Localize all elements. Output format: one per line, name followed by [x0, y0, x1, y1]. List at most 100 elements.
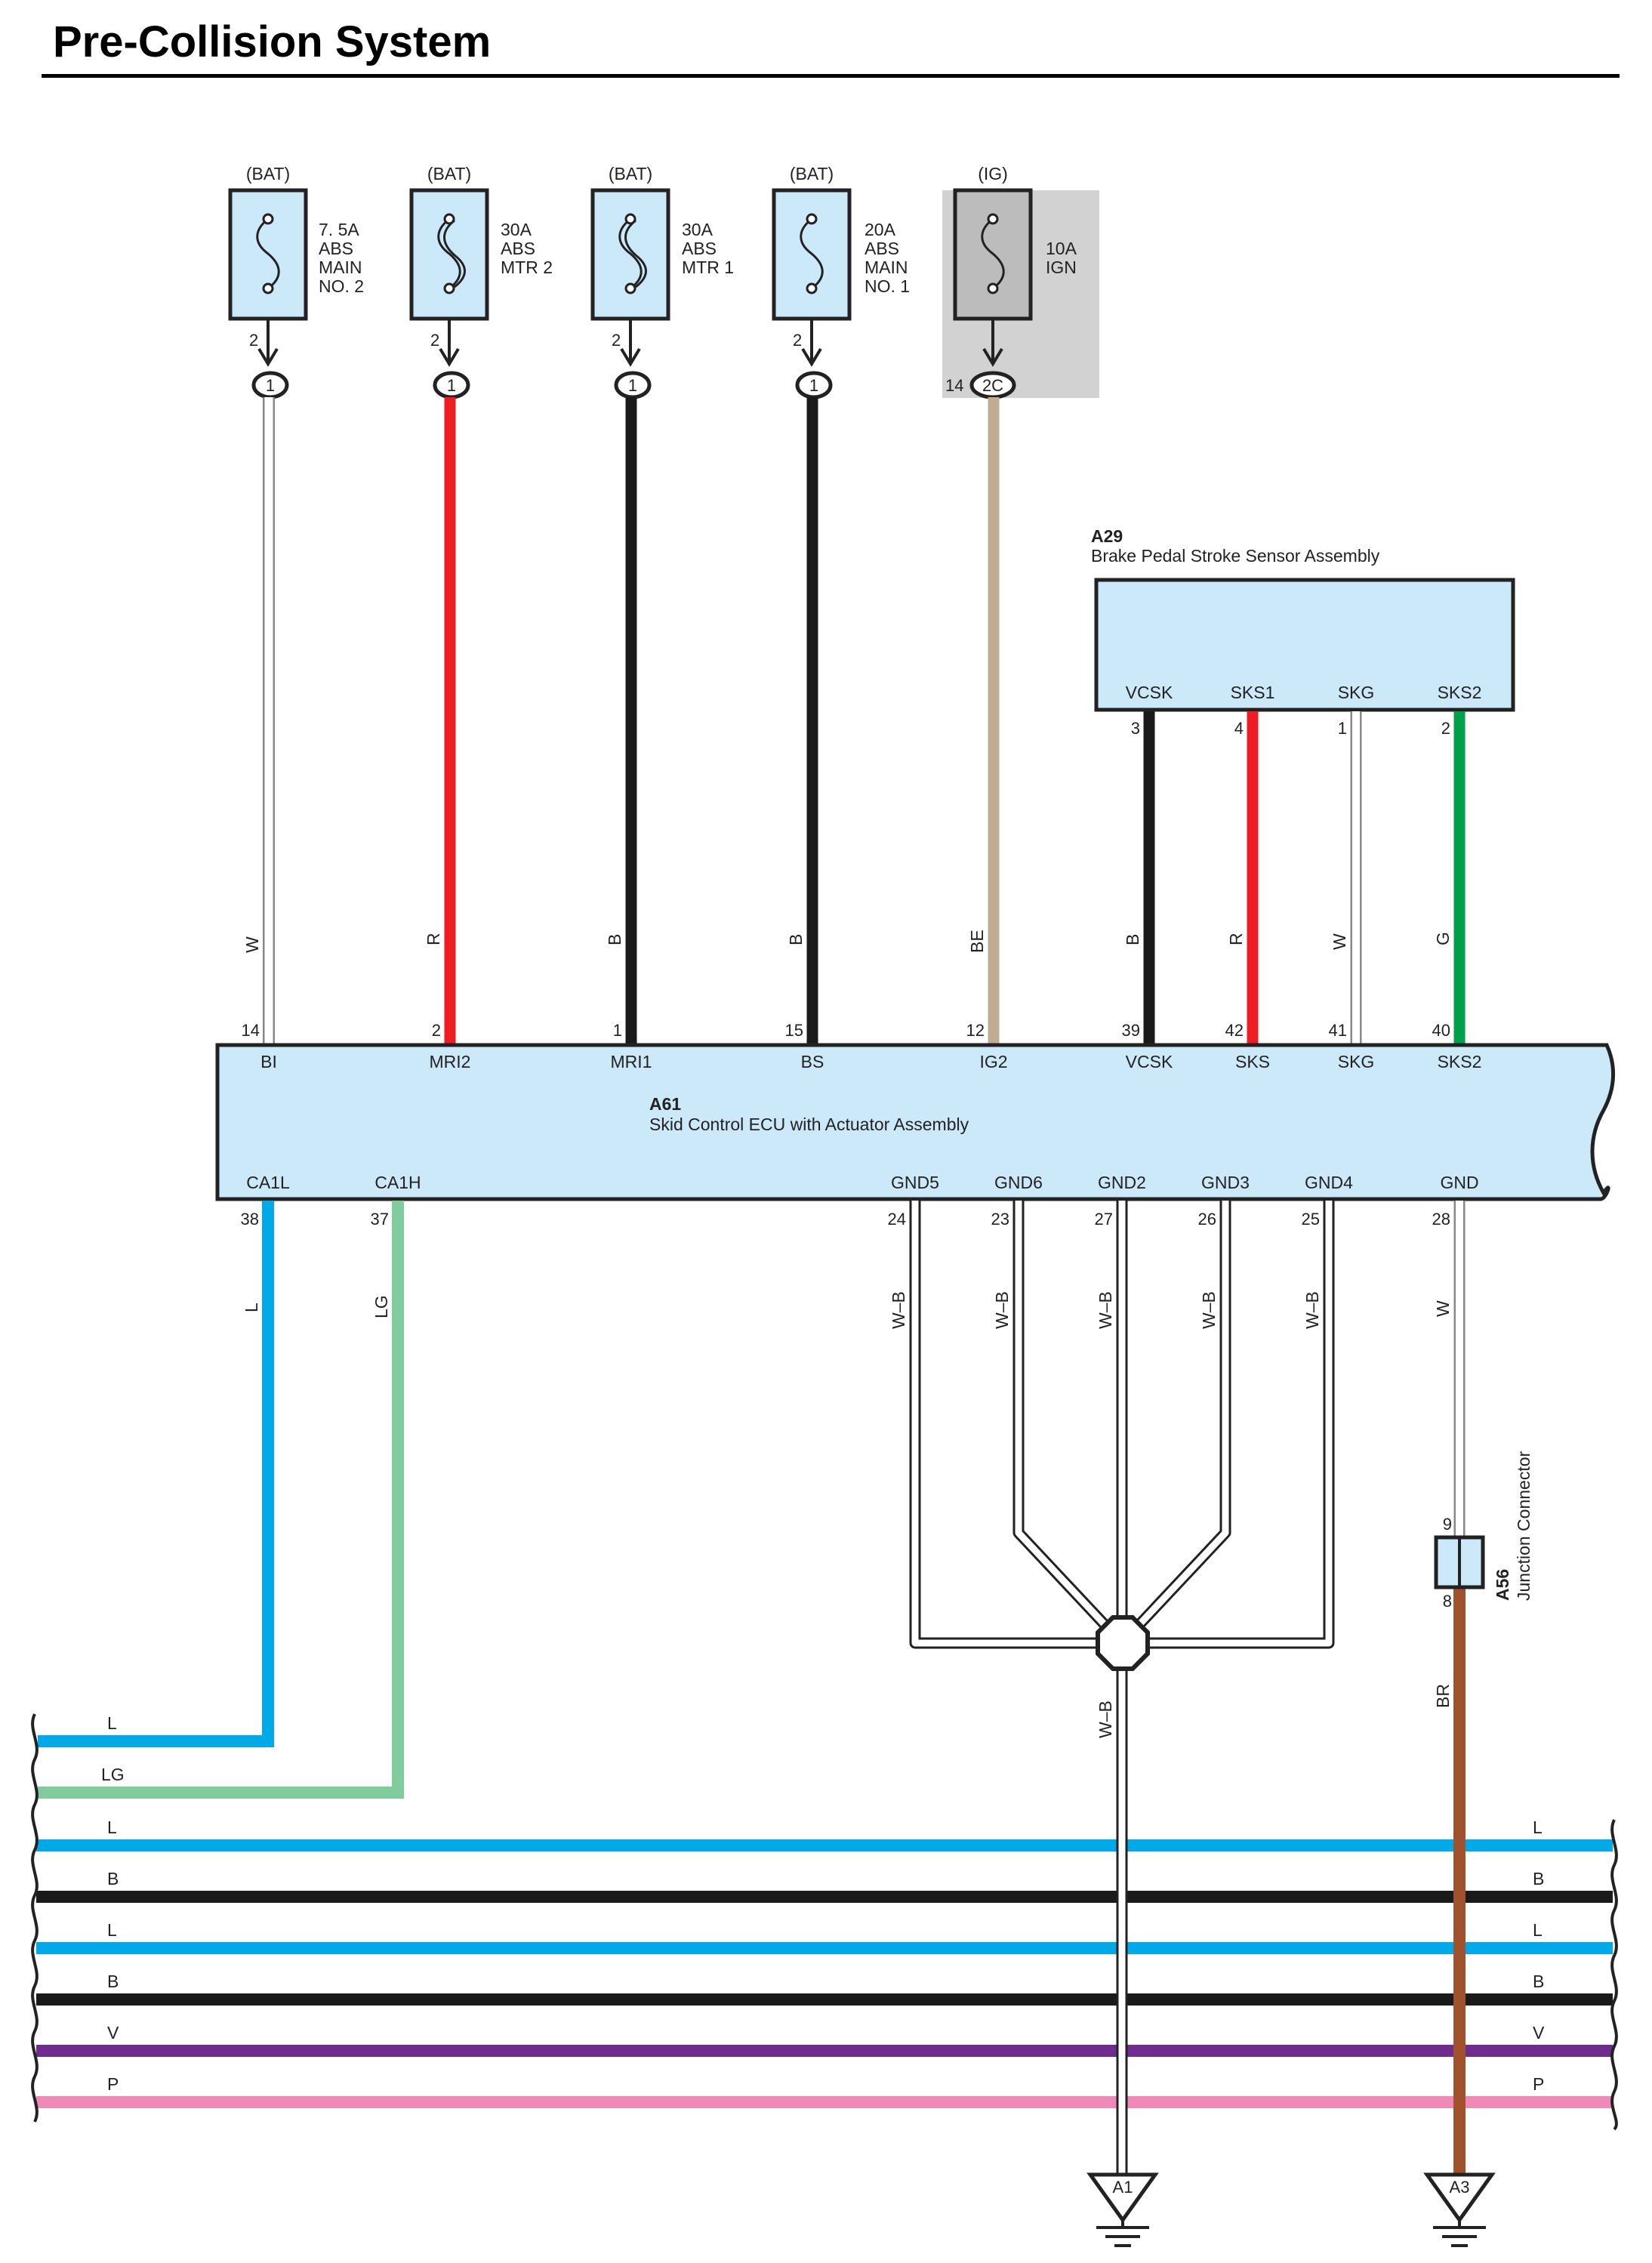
- a56-pin: 9: [1443, 1515, 1452, 1534]
- fuse-name-line: NO. 1: [865, 276, 910, 296]
- fuse-name-line: MAIN: [319, 257, 362, 277]
- sensor-wires: [1143, 711, 1466, 1045]
- fuse-name-line: MAIN: [865, 257, 908, 277]
- a61-terminal: GND4: [1305, 1173, 1353, 1192]
- a61-terminal: SKS: [1235, 1052, 1270, 1071]
- fuse-amp: 7. 5A: [319, 220, 359, 239]
- a61-pin: 12: [966, 1021, 985, 1040]
- bus-label-left: B: [107, 1972, 119, 1991]
- page-title: Pre-Collision System: [53, 17, 492, 66]
- fuse-source-label: (BAT): [427, 164, 471, 183]
- a61-terminal: BS: [801, 1052, 824, 1071]
- connector-cavity-pin: 14: [945, 376, 963, 395]
- bus-label-left: L: [107, 1713, 117, 1733]
- splice-point: [1096, 1615, 1150, 1671]
- a61-terminal: BI: [260, 1052, 277, 1071]
- ground-a3: A3: [1423, 2172, 1496, 2247]
- fuse-name-line: MTR 2: [501, 257, 553, 277]
- a61-pin: 27: [1095, 1210, 1113, 1229]
- bus-label-right: L: [1533, 1920, 1543, 1940]
- a61-pin: 15: [785, 1021, 803, 1040]
- ground-label: A3: [1450, 2178, 1470, 2197]
- wire-color-code: BE: [967, 930, 987, 953]
- a61-code: A61: [649, 1094, 681, 1114]
- title-rule: [42, 74, 1620, 78]
- fuse-abs-main-no2: (BAT) 7. 5A ABS MAIN NO. 2 2: [228, 164, 364, 350]
- wire-color-code: W–B: [1199, 1291, 1219, 1329]
- fuse-connectors: 1 1 1 1 2C 14: [251, 319, 1016, 399]
- fuse-abs-mtr2: (BAT) 30A ABS MTR 2 2: [409, 164, 553, 350]
- wire-color-code: R: [1226, 933, 1246, 945]
- a61-terminal: SKS2: [1438, 1052, 1482, 1071]
- a56-name: Junction Connector: [1514, 1451, 1533, 1601]
- bottom-wire-codes: L LG W–B W–B W–B W–B W–B W W–B BR: [242, 1291, 1453, 1738]
- wire-color-code: B: [605, 934, 624, 945]
- wire-color-code: B: [1123, 934, 1142, 945]
- a61-pin: 37: [371, 1210, 389, 1229]
- fuse-icon: [437, 217, 466, 290]
- a61-terminal: GND2: [1098, 1173, 1146, 1192]
- a61-terminal: MRI2: [430, 1052, 471, 1071]
- a61-pin: 40: [1432, 1021, 1450, 1040]
- wire-color-code: W–B: [992, 1291, 1012, 1329]
- a61-terminal: CA1L: [246, 1173, 290, 1192]
- a61-terminal: GND3: [1201, 1173, 1250, 1192]
- fuse-abs-main-no1: (BAT) 20A ABS MAIN NO. 1 2: [772, 164, 910, 350]
- bus-label-right: L: [1533, 1817, 1543, 1837]
- connector-pin: 1: [447, 376, 456, 395]
- fuse-amp: 30A: [501, 220, 532, 239]
- a61-pin: 41: [1329, 1021, 1347, 1040]
- a61-pin: 25: [1302, 1210, 1320, 1229]
- a61-terminal: GND6: [994, 1173, 1043, 1192]
- power-wires: [263, 397, 1000, 1045]
- a29-pin: 4: [1234, 719, 1244, 738]
- fuse-source-label: (IG): [978, 164, 1008, 183]
- fuse-amp: 30A: [682, 220, 714, 239]
- connector-pin: 2C: [982, 376, 1003, 395]
- a61-terminal: MRI1: [611, 1052, 652, 1071]
- a29-terminal: SKS2: [1438, 683, 1482, 702]
- a56-code: A56: [1493, 1569, 1512, 1601]
- fuse-ign: (IG) 10A IGN: [953, 164, 1077, 321]
- a61-top-pins: 14 2 1 15 12 39 42 41 40: [242, 1021, 1450, 1040]
- bus-label-left: B: [107, 1869, 119, 1888]
- a29-name: Brake Pedal Stroke Sensor Assembly: [1091, 546, 1380, 566]
- a61-terminal: SKG: [1338, 1052, 1375, 1071]
- a61-terminal: CA1H: [374, 1173, 421, 1192]
- fuse-pin: 2: [612, 331, 621, 350]
- a61-skid-control-ecu: BI MRI2 MRI1 BS IG2 VCSK SKS SKG SKS2 A6…: [215, 1043, 1615, 1201]
- bus-wire-labels: L LG L B L B V P L B L B V P: [101, 1713, 1545, 2094]
- a29-code: A29: [1091, 526, 1123, 546]
- a61-pin: 26: [1198, 1210, 1216, 1229]
- ground-a1: A1: [1086, 2172, 1159, 2247]
- wire-color-code: W: [1433, 1300, 1453, 1317]
- a29-brake-pedal-stroke-sensor: A29 Brake Pedal Stroke Sensor Assembly V…: [1091, 526, 1515, 738]
- a29-terminal: SKS1: [1231, 683, 1275, 702]
- fuse-source-label: (BAT): [790, 164, 834, 183]
- fuse-source-label: (BAT): [609, 164, 652, 183]
- a61-pin: 14: [242, 1021, 260, 1040]
- ground-label: A1: [1113, 2178, 1133, 2197]
- wire-color-code: L: [242, 1303, 261, 1312]
- fuse-abs-mtr1: (BAT) 30A ABS MTR 1 2: [590, 164, 734, 350]
- wire-color-code: G: [1433, 932, 1453, 945]
- connector-pin: 1: [628, 376, 637, 395]
- wire-color-code: BR: [1433, 1684, 1453, 1708]
- a61-pin: 24: [888, 1210, 906, 1229]
- fuse-icon: [256, 217, 280, 290]
- a61-pin: 42: [1225, 1021, 1244, 1040]
- a29-pin: 3: [1131, 719, 1140, 738]
- bus-label-right: P: [1533, 2074, 1544, 2094]
- a61-pin: 28: [1432, 1210, 1450, 1229]
- wire-color-code: W: [242, 936, 262, 953]
- wire-color-code: W–B: [1302, 1291, 1322, 1329]
- a61-pin: 2: [432, 1021, 441, 1040]
- ground-wires-front: [1116, 1830, 1466, 2119]
- fuse-amp: 20A: [865, 220, 896, 239]
- bus-label-right: V: [1533, 2023, 1545, 2043]
- bus-wires: [36, 1839, 1613, 2108]
- left-break-mark: [31, 1713, 39, 2123]
- a56-pin: 8: [1443, 1592, 1452, 1611]
- bus-label-right: B: [1533, 1972, 1544, 1991]
